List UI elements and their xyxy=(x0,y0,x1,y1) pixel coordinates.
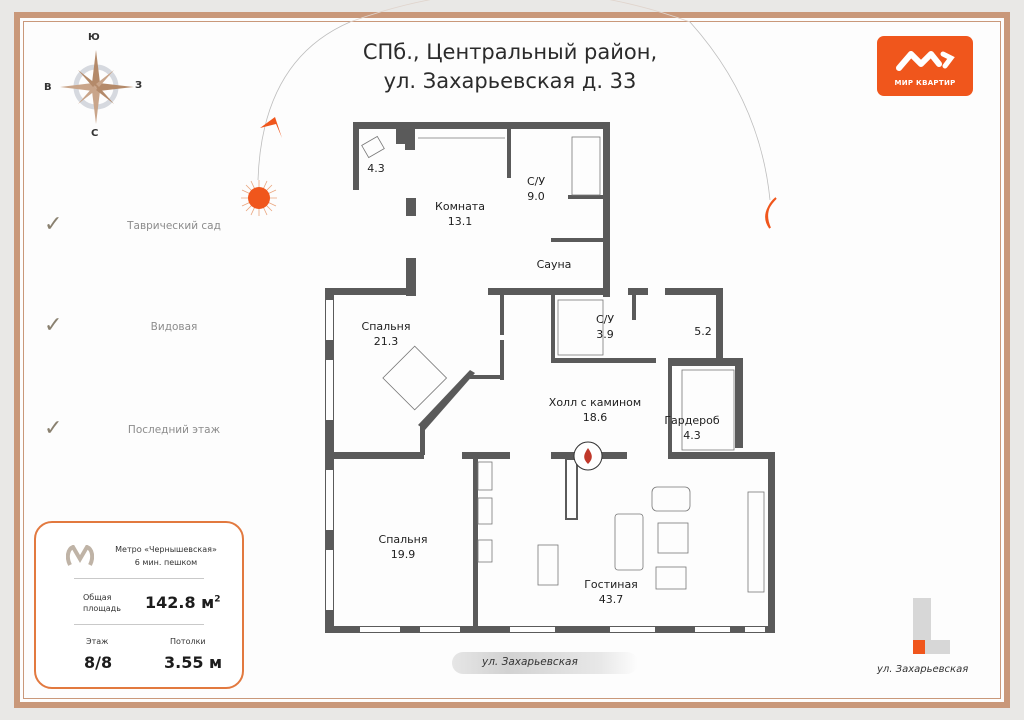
key-map-vertical xyxy=(913,598,931,644)
address-line-2: ул. Захарьевская д. 33 xyxy=(383,69,637,93)
divider xyxy=(74,578,204,579)
checkmark-icon: ✓ xyxy=(44,212,63,237)
room-balcony: 4.3 xyxy=(367,162,385,175)
checkmark-icon: ✓ xyxy=(44,416,63,441)
compass-label-bottom: С xyxy=(91,128,99,139)
address-line-1: СПб., Центральный район, xyxy=(362,40,658,64)
sun-icon xyxy=(241,180,277,216)
compass-label-right: З xyxy=(135,80,143,91)
ceiling-value: 3.55 м xyxy=(164,653,223,672)
room-storage: 5.2 xyxy=(694,325,712,338)
key-map-highlight xyxy=(913,640,925,654)
metro-station: Метро «Чернышевская» xyxy=(115,545,217,554)
area-label-2: площадь xyxy=(83,604,121,613)
floor-value: 8/8 xyxy=(84,653,113,672)
logo-mark-icon xyxy=(896,51,955,71)
checkmark-icon: ✓ xyxy=(44,313,63,338)
address-title: СПб., Центральный район, ул. Захарьевска… xyxy=(340,38,680,96)
area-value: 142.8 м2 xyxy=(145,593,221,612)
floor-label: Этаж xyxy=(86,637,109,646)
compass-label-left: В xyxy=(44,82,52,93)
street-label-pill: ул. Захарьевская xyxy=(452,652,638,674)
logo-text: МИР КВАРТИР xyxy=(894,79,956,87)
moon-icon xyxy=(765,197,777,229)
key-map-street: ул. Захарьевская xyxy=(877,664,969,675)
compass-label-top: Ю xyxy=(88,32,100,43)
metro-walk-time: 6 мин. пешком xyxy=(134,558,198,567)
info-card: Метро «Чернышевская» 6 мин. пешком Общая… xyxy=(34,521,244,689)
metro-icon xyxy=(66,545,94,566)
area-label: Общая xyxy=(83,593,112,602)
room-sauna: Сауна xyxy=(536,258,572,271)
divider xyxy=(74,624,204,625)
ceiling-label: Потолки xyxy=(170,637,206,646)
compass-rose-icon xyxy=(60,50,134,124)
brand-logo: МИР КВАРТИР xyxy=(877,36,973,96)
frame-inner-border xyxy=(23,21,1001,699)
